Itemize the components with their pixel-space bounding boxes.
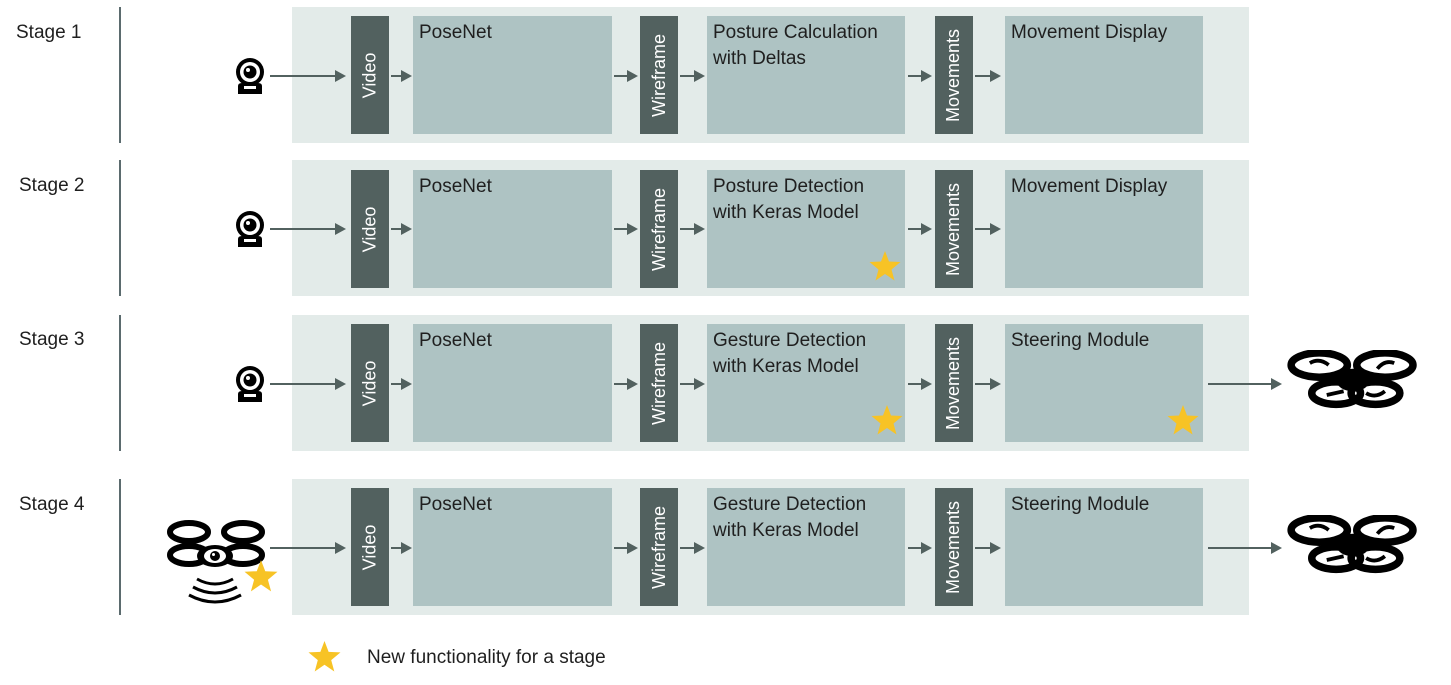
box-label: PoseNet bbox=[419, 494, 492, 515]
arrow bbox=[908, 377, 932, 391]
box-label: Movement Display bbox=[1011, 22, 1168, 43]
posenet-box: PoseNet bbox=[413, 170, 612, 288]
movements-bar: Movements bbox=[935, 170, 973, 288]
wireframe-bar: Wireframe bbox=[640, 324, 678, 442]
posenet-box: PoseNet bbox=[413, 324, 612, 442]
gesture-detection-box: Gesture Detection with Keras Model bbox=[707, 488, 905, 606]
video-bar: Video bbox=[351, 16, 389, 134]
arrow bbox=[270, 377, 346, 391]
webcam-icon bbox=[230, 209, 270, 249]
stage-divider bbox=[119, 315, 121, 451]
wireframe-bar: Wireframe bbox=[640, 488, 678, 606]
steering-module-box: Steering Module bbox=[1005, 324, 1203, 442]
stage-label: Stage 1 bbox=[16, 22, 82, 43]
arrow bbox=[614, 222, 638, 236]
box-label: PoseNet bbox=[419, 22, 492, 43]
video-label: Video bbox=[359, 52, 380, 98]
arrow bbox=[975, 222, 1001, 236]
video-bar: Video bbox=[351, 170, 389, 288]
arrow bbox=[1208, 541, 1282, 555]
movements-label: Movements bbox=[943, 500, 964, 594]
arrow bbox=[908, 222, 932, 236]
box-label: Gesture Detection with Keras Model bbox=[713, 494, 867, 541]
movements-bar: Movements bbox=[935, 16, 973, 134]
stage-label: Stage 3 bbox=[19, 329, 85, 350]
movements-label: Movements bbox=[943, 336, 964, 430]
webcam-icon bbox=[230, 56, 270, 96]
wireframe-bar: Wireframe bbox=[640, 170, 678, 288]
movement-display-box: Movement Display bbox=[1005, 16, 1203, 134]
box-label: Movement Display bbox=[1011, 176, 1168, 197]
video-bar: Video bbox=[351, 324, 389, 442]
arrow bbox=[614, 69, 638, 83]
box-label: Steering Module bbox=[1011, 494, 1150, 515]
arrow bbox=[1208, 377, 1282, 391]
video-bar: Video bbox=[351, 488, 389, 606]
wireframe-label: Wireframe bbox=[648, 187, 669, 271]
wireframe-bar: Wireframe bbox=[640, 16, 678, 134]
movement-display-box: Movement Display bbox=[1005, 170, 1203, 288]
steering-module-box: Steering Module bbox=[1005, 488, 1203, 606]
wireframe-label: Wireframe bbox=[648, 33, 669, 117]
stage-divider bbox=[119, 479, 121, 615]
video-label: Video bbox=[359, 524, 380, 570]
arrow bbox=[975, 541, 1001, 555]
stage-divider bbox=[119, 7, 121, 143]
posenet-box: PoseNet bbox=[413, 16, 612, 134]
posture-detection-box: Posture Detection with Keras Model bbox=[707, 170, 905, 288]
star-icon bbox=[871, 404, 903, 436]
box-label: Posture Detection with Keras Model bbox=[713, 176, 865, 223]
movements-label: Movements bbox=[943, 182, 964, 276]
arrow bbox=[680, 377, 705, 391]
wireframe-label: Wireframe bbox=[648, 505, 669, 589]
gesture-detection-box: Gesture Detection with Keras Model bbox=[707, 324, 905, 442]
arrow bbox=[270, 541, 346, 555]
arrow bbox=[391, 222, 412, 236]
arrow bbox=[270, 222, 346, 236]
box-label: PoseNet bbox=[419, 176, 492, 197]
arrow bbox=[975, 69, 1001, 83]
arrow bbox=[391, 377, 412, 391]
arrow bbox=[614, 377, 638, 391]
movements-label: Movements bbox=[943, 28, 964, 122]
posenet-box: PoseNet bbox=[413, 488, 612, 606]
box-label: Steering Module bbox=[1011, 330, 1150, 351]
arrow bbox=[391, 541, 412, 555]
arrow bbox=[908, 69, 932, 83]
stage-divider bbox=[119, 160, 121, 296]
movements-bar: Movements bbox=[935, 488, 973, 606]
star-icon bbox=[1167, 404, 1199, 436]
video-label: Video bbox=[359, 360, 380, 406]
arrow bbox=[614, 541, 638, 555]
arrow bbox=[270, 69, 346, 83]
video-label: Video bbox=[359, 206, 380, 252]
wireframe-label: Wireframe bbox=[648, 341, 669, 425]
drone-icon bbox=[1284, 350, 1422, 410]
movements-bar: Movements bbox=[935, 324, 973, 442]
stage-label: Stage 4 bbox=[19, 494, 85, 515]
box-label: PoseNet bbox=[419, 330, 492, 351]
arrow bbox=[680, 222, 705, 236]
arrow bbox=[680, 69, 705, 83]
star-icon bbox=[308, 640, 341, 673]
arrow bbox=[908, 541, 932, 555]
arrow bbox=[391, 69, 412, 83]
star-icon bbox=[869, 250, 901, 282]
legend-text: New functionality for a stage bbox=[367, 647, 606, 668]
stage-label: Stage 2 bbox=[19, 175, 85, 196]
box-label: Posture Calculation with Deltas bbox=[713, 22, 878, 69]
drone-icon bbox=[1284, 515, 1422, 575]
arrow bbox=[680, 541, 705, 555]
webcam-icon bbox=[230, 364, 270, 404]
arrow bbox=[975, 377, 1001, 391]
posture-calculation-box: Posture Calculation with Deltas bbox=[707, 16, 905, 134]
box-label: Gesture Detection with Keras Model bbox=[713, 330, 867, 377]
star-icon bbox=[244, 559, 278, 593]
